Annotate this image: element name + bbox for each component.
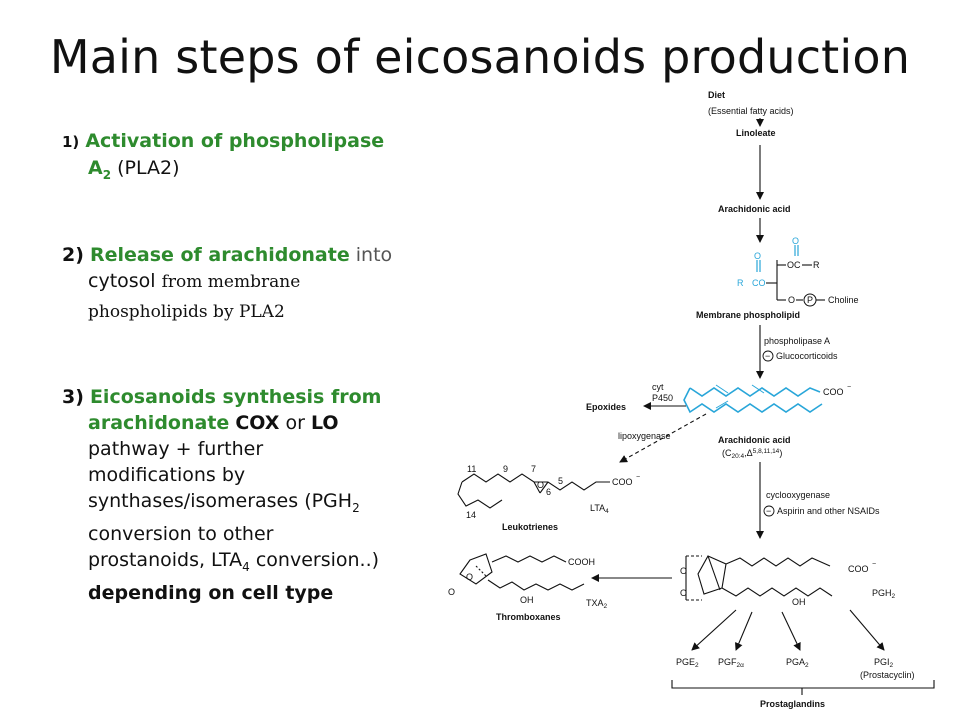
prostacyclin-label: (Prostacyclin) xyxy=(860,670,915,680)
txa2-structure xyxy=(459,553,585,591)
svg-text:14: 14 xyxy=(466,510,476,520)
oh-label-txa: OH xyxy=(520,595,534,605)
svg-text:7: 7 xyxy=(531,464,536,474)
step-3: 3) Eicosanoids synthesis from arachidona… xyxy=(62,386,382,604)
arachidonic-acid-top-label: Arachidonic acid xyxy=(718,204,791,214)
svg-text:O: O xyxy=(792,236,799,246)
svg-text:O: O xyxy=(448,587,455,597)
prostaglandins-bracket xyxy=(671,680,935,689)
essential-fatty-acids-label: (Essential fatty acids) xyxy=(708,106,794,116)
svg-text:P: P xyxy=(807,295,813,305)
svg-text:O: O xyxy=(680,588,687,598)
svg-text:O: O xyxy=(680,566,687,576)
svg-text:−: − xyxy=(766,506,771,516)
leukotrienes-label: Leukotrienes xyxy=(502,522,558,532)
svg-text:11: 11 xyxy=(467,464,476,474)
svg-text:R: R xyxy=(737,278,744,288)
arrow-pgi2 xyxy=(849,609,885,651)
cyclooxygenase-label: cyclooxygenase xyxy=(766,490,830,500)
slide-title: Main steps of eicosanoids production xyxy=(49,30,911,84)
phospholipase-a2-label: phospholipase A xyxy=(764,336,830,346)
oh-label-pgh2: OH xyxy=(792,597,806,607)
svg-text:−: − xyxy=(636,474,640,481)
step-1: 1) Activation of phospholipase A2 (PLA2) xyxy=(62,130,385,182)
thromboxanes-label: Thromboxanes xyxy=(496,612,561,622)
epoxides-label: Epoxides xyxy=(586,402,626,412)
svg-text:9: 9 xyxy=(503,464,508,474)
lta4-label: LTA4 xyxy=(590,503,609,515)
arachidonic-acid-structure xyxy=(683,384,823,414)
svg-text:6: 6 xyxy=(546,487,551,497)
aspirin-label: Aspirin and other NSAIDs xyxy=(777,506,880,516)
inhibition-icon-cox xyxy=(763,505,775,517)
cyt-label: cyt xyxy=(652,382,664,392)
pgf2a-label: PGF2α xyxy=(718,657,744,669)
lipoxygenase-label: lipoxygenase xyxy=(618,431,671,441)
pge2-label: PGE2 xyxy=(676,657,699,669)
svg-text:CO: CO xyxy=(752,278,766,288)
svg-text:−: − xyxy=(872,561,876,568)
glucocorticoids-label: Glucocorticoids xyxy=(776,351,838,361)
coo-label-aa: COO xyxy=(823,387,844,397)
arrow-pge2 xyxy=(691,609,737,651)
svg-text:R: R xyxy=(813,260,820,270)
svg-text:OC: OC xyxy=(787,260,801,270)
step-2: 2) Release of arachidonate into cytosol … xyxy=(62,244,393,322)
arachidonic-acid-mid-label: Arachidonic acid xyxy=(718,435,791,445)
prostaglandins-label: Prostaglandins xyxy=(760,699,825,709)
pgi2-label: PGI2 xyxy=(874,657,894,669)
txa2-label: TXA2 xyxy=(586,598,608,610)
pgh2-label: PGH2 xyxy=(872,588,896,600)
svg-text:Choline: Choline xyxy=(828,295,859,305)
svg-text:5: 5 xyxy=(558,476,563,486)
phospholipid-structure: O OC R O R CO O P Choline xyxy=(737,236,859,307)
lta4-structure xyxy=(457,473,610,509)
arrow-lipoxygenase xyxy=(619,413,707,463)
arrow-pga2 xyxy=(781,611,801,651)
membrane-phospholipid-label: Membrane phospholipid xyxy=(696,310,800,320)
inhibition-icon xyxy=(762,350,774,362)
svg-text:O: O xyxy=(754,251,761,261)
svg-text:−: − xyxy=(847,384,851,391)
pgh2-structure xyxy=(685,555,833,601)
notation-label: (C20:4,Δ5,8,11,14) xyxy=(722,448,782,460)
diet-label: Diet xyxy=(708,90,725,100)
svg-text:O: O xyxy=(537,480,544,490)
coo-label-pgh2: COO xyxy=(848,564,869,574)
pga2-label: PGA2 xyxy=(786,657,809,669)
arrow-pgf2a xyxy=(735,611,753,651)
p450-label: P450 xyxy=(652,393,673,403)
svg-text:O: O xyxy=(466,572,473,582)
coo-label-lta4: COO xyxy=(612,477,633,487)
cooh-label: COOH xyxy=(568,557,595,567)
svg-text:O: O xyxy=(788,295,795,305)
svg-text:−: − xyxy=(765,351,770,361)
linoleate-label: Linoleate xyxy=(736,128,776,138)
